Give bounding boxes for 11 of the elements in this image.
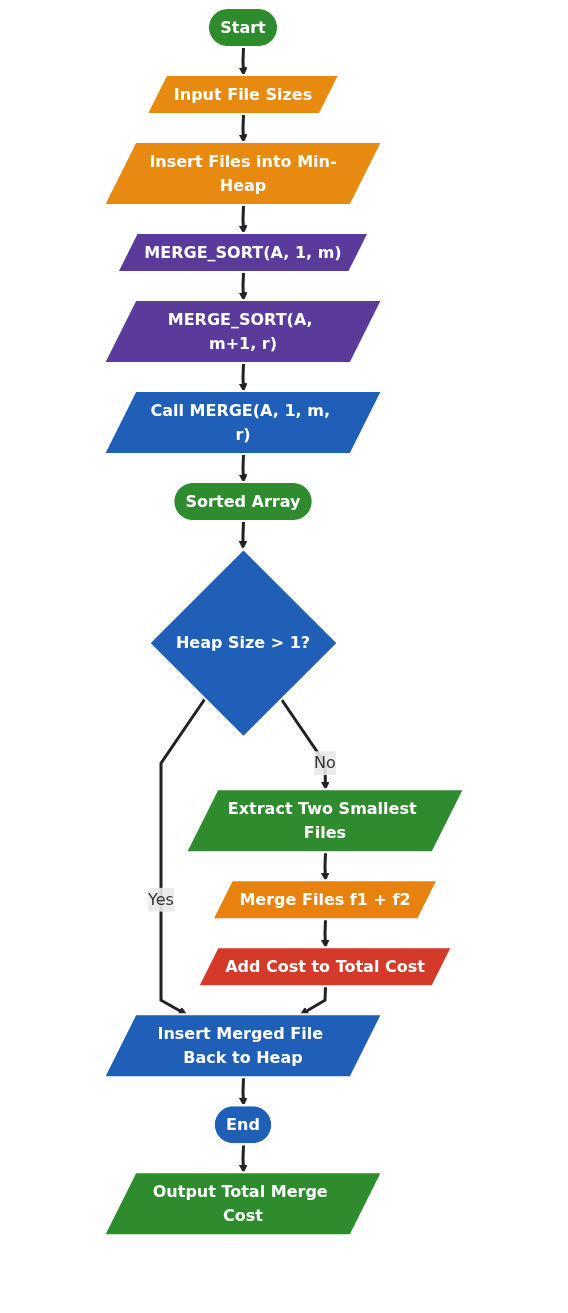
arrow [238,1077,248,1107]
arrow [238,454,248,483]
arrow [238,272,248,301]
edge-label: No [314,753,336,773]
arrow [238,47,248,76]
arrow [238,363,248,392]
edge-label: Yes [148,889,174,909]
node-diamond: Heap Size > 1? [148,547,339,739]
arrow [238,205,248,234]
arrow [238,114,248,143]
arrow [238,521,248,550]
